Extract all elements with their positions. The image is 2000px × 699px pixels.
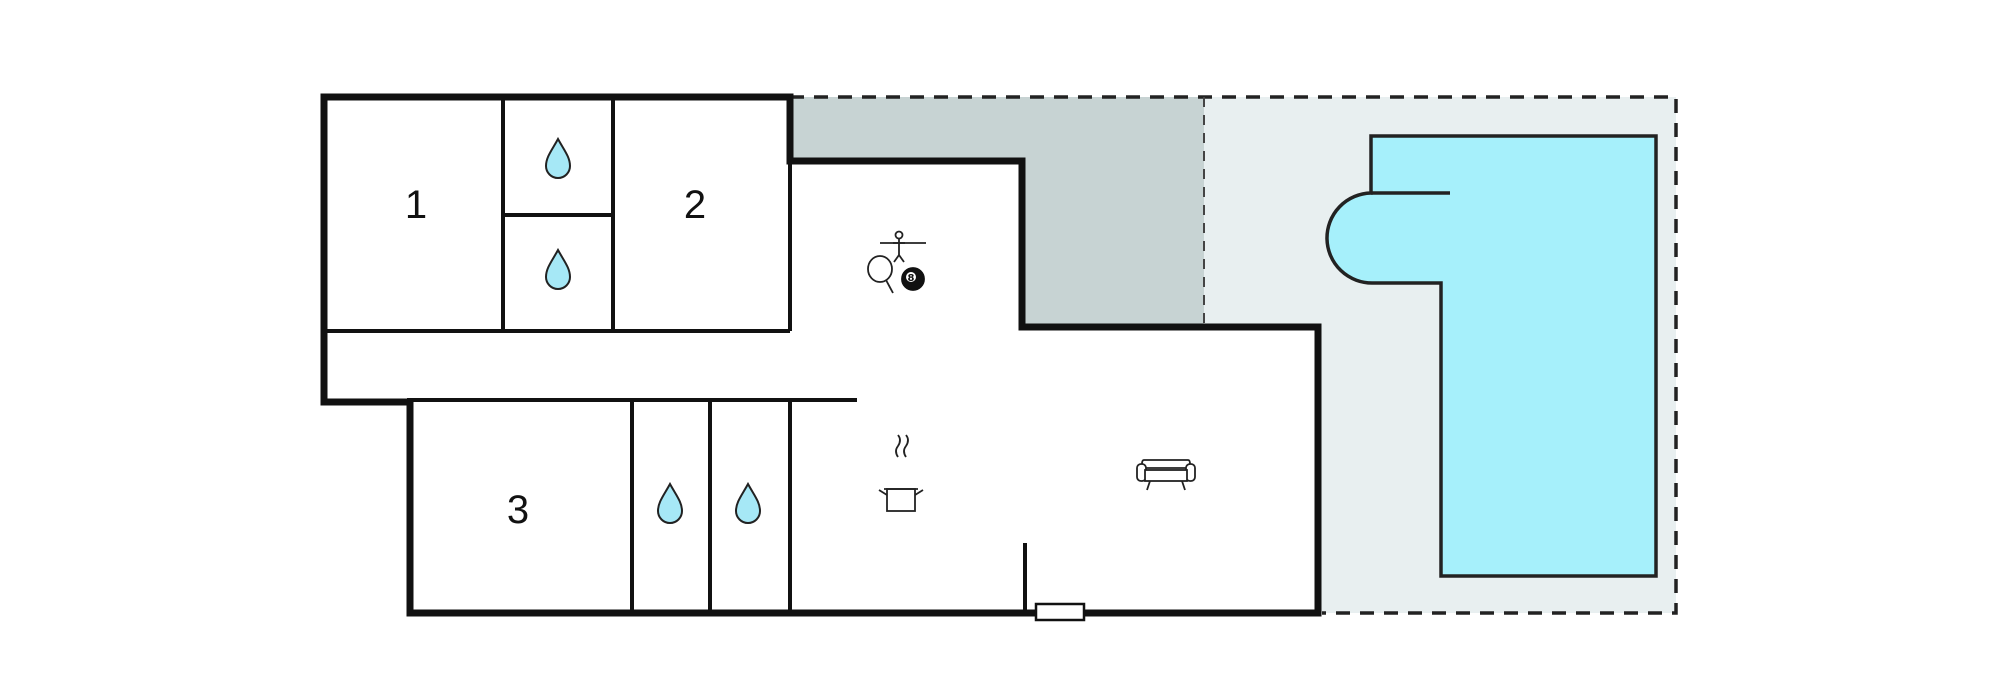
cooking-pot-icon (878, 434, 924, 512)
interior-walls (324, 97, 1027, 613)
terrace-boundary (790, 95, 1678, 615)
entrance-door[interactable] (1034, 602, 1086, 622)
table-football-icon (880, 230, 926, 263)
sofa-icon (1136, 459, 1196, 491)
exterior-walls (320, 93, 1322, 617)
swimming-pool (1325, 134, 1658, 578)
room-label-3: 3 (507, 488, 529, 532)
billiards-8-ball-icon: 8 (901, 267, 925, 291)
covered-terrace (790, 97, 1204, 327)
room-label-1: 1 (405, 183, 427, 227)
room-label-2: 2 (684, 183, 706, 227)
table-tennis-icon (867, 255, 894, 294)
games-icons: 8 (867, 230, 926, 294)
billiard-ball-number: 8 (908, 273, 915, 284)
